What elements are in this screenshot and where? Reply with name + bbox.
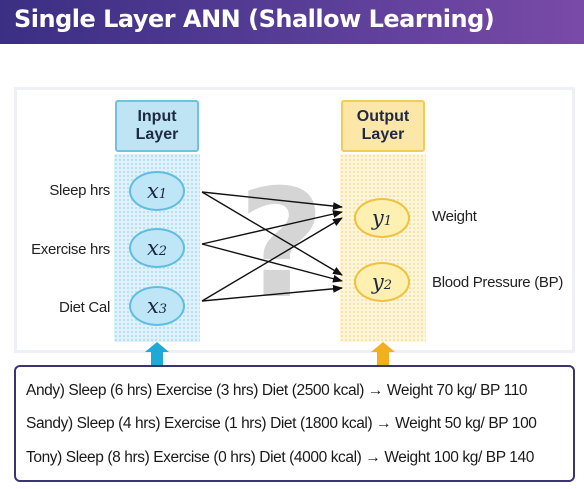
question-mark-icon: ?	[238, 158, 326, 332]
example-row-sandy: Sandy) Sleep (4 hrs) Exercise (1 hrs) Di…	[26, 415, 537, 432]
input-layer-header-line2: Layer	[135, 126, 179, 143]
node-subscript: 1	[158, 186, 168, 202]
node-symbol: x	[146, 179, 159, 203]
example-row-tony: Tony) Sleep (8 hrs) Exercise (0 hrs) Die…	[26, 449, 534, 466]
node-symbol: x	[146, 236, 159, 260]
output-layer-header-line2: Layer	[361, 126, 405, 143]
input-layer-header-line1: Input	[137, 108, 177, 125]
node-subscript: 2	[158, 243, 168, 259]
title-bar: Single Layer ANN (Shallow Learning)	[0, 0, 584, 44]
node-symbol: y	[371, 206, 384, 230]
output-layer-column	[340, 154, 426, 342]
output-label-weight: Weight	[432, 208, 477, 225]
node-subscript: 1	[383, 213, 393, 229]
input-layer-header: Input Layer	[115, 100, 199, 152]
node-subscript: 2	[383, 277, 393, 293]
node-subscript: 3	[158, 301, 168, 317]
examples-box: Andy) Sleep (6 hrs) Exercise (3 hrs) Die…	[14, 365, 575, 482]
output-layer-header: Output Layer	[341, 100, 425, 152]
input-label-sleep: Sleep hrs	[49, 182, 110, 199]
input-label-exercise: Exercise hrs	[31, 241, 110, 258]
output-layer-header-line1: Output	[356, 108, 410, 125]
node-symbol: x	[146, 294, 159, 318]
output-label-bp: Blood Pressure (BP)	[432, 274, 564, 291]
node-symbol: y	[371, 270, 384, 294]
page-title: Single Layer ANN (Shallow Learning)	[14, 5, 495, 33]
example-row-andy: Andy) Sleep (6 hrs) Exercise (3 hrs) Die…	[26, 382, 528, 399]
input-label-diet: Diet Cal	[59, 299, 110, 316]
